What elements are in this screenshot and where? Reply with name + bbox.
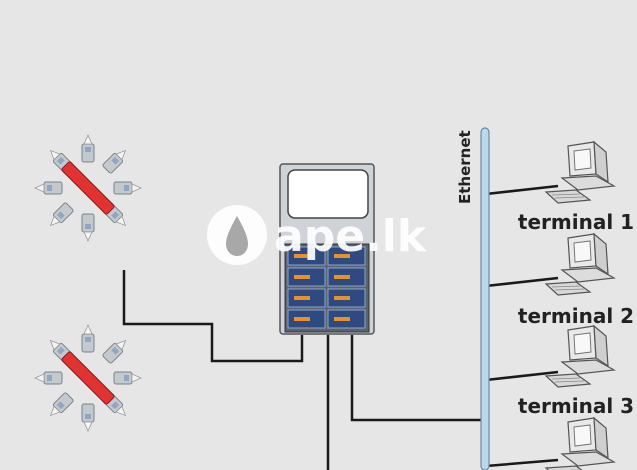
ethernet-bus	[480, 127, 490, 470]
computer-terminal-icon	[545, 325, 615, 388]
watermark-logo: ape.lk	[207, 205, 428, 265]
watermark-text: ape.lk	[274, 211, 428, 262]
wire-sensor-to-controller	[122, 270, 304, 363]
computer-terminal-icon	[545, 233, 615, 296]
computer-terminal-icon	[545, 141, 615, 204]
terminal-links	[485, 184, 559, 468]
wire-controller-to-ethernet	[350, 335, 484, 422]
terminal-3-label: terminal 3	[518, 394, 634, 418]
star-sensor-icon	[35, 135, 141, 241]
ethernet-label: Ethernet	[456, 130, 474, 204]
terminal-2-label: terminal 2	[518, 304, 634, 328]
controller-cabinet-icon	[279, 163, 375, 335]
terminal-1-label: terminal 1	[518, 210, 634, 234]
computer-terminal-icon	[545, 417, 615, 470]
star-sensor-icon	[35, 325, 141, 431]
